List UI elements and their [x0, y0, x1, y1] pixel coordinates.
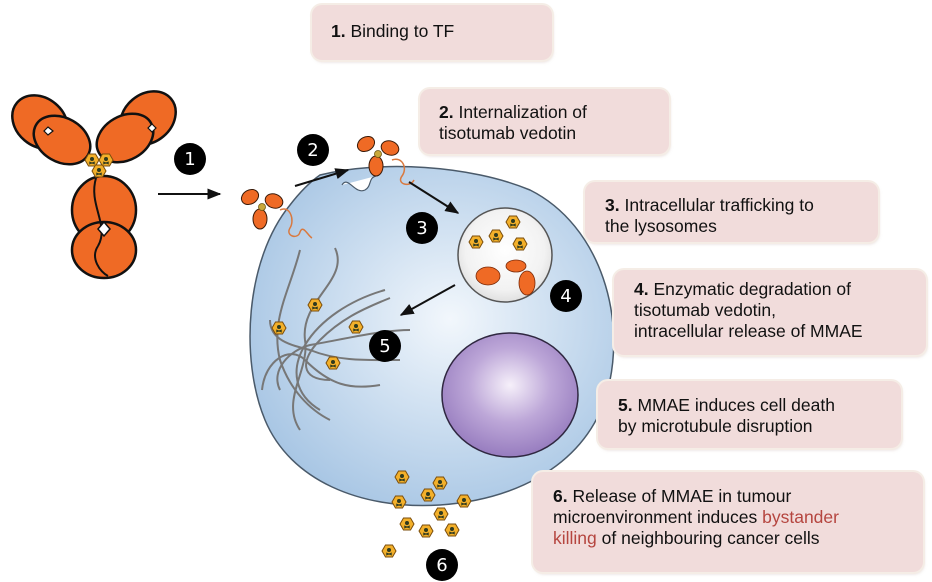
- step-6-number: 6.: [553, 486, 568, 506]
- nucleus-icon: [441, 332, 579, 458]
- step-6-highlight-killing: killing: [553, 528, 597, 548]
- step-6-box: 6. Release of MMAE in tumour microenviro…: [533, 472, 923, 572]
- step-marker-4: 4: [550, 280, 582, 312]
- step-5-box: 5. MMAE induces cell death by microtubul…: [598, 381, 901, 448]
- step-marker-3-label: 3: [416, 218, 427, 239]
- step-6-line-3: of neighbouring cancer cells: [596, 528, 820, 548]
- step-marker-2: 2: [297, 134, 329, 166]
- step-2-line-2: tisotumab vedotin: [439, 123, 577, 143]
- step-2-line-1-row: 2. Internalization of: [439, 102, 669, 123]
- step-5-line-2: by microtubule disruption: [618, 416, 813, 436]
- step-3-line-1-row: 3. Intracellular trafficking to: [605, 195, 878, 216]
- microtubule-icon: [261, 247, 411, 431]
- step-6-line-2: microenvironment induces: [553, 507, 763, 527]
- step-1-line-1: Binding to TF: [350, 21, 455, 41]
- pathway-arrows: [158, 168, 460, 316]
- mmae-payload-icon: [84, 153, 114, 178]
- step-marker-6-label: 6: [436, 555, 447, 576]
- step-6-line-1: Release of MMAE in tumour: [572, 486, 792, 506]
- step-4-line-2: tisotumab vedotin,: [634, 300, 777, 320]
- step-4-line-1: Enzymatic degradation of: [653, 279, 851, 299]
- step-6-line-3-row: killing of neighbouring cancer cells: [553, 528, 923, 549]
- step-marker-6: 6: [426, 549, 458, 581]
- step-3-box: 3. Intracellular trafficking to the lyso…: [585, 182, 878, 242]
- step-marker-5-label: 5: [379, 336, 390, 357]
- step-5-line-1: MMAE induces cell death: [637, 395, 835, 415]
- step-1-number: 1.: [331, 21, 346, 41]
- step-2-line-1: Internalization of: [458, 102, 587, 122]
- step-marker-4-label: 4: [560, 286, 571, 307]
- step-marker-2-label: 2: [307, 140, 318, 161]
- step-2-box: 2. Internalization of tisotumab vedotin: [420, 89, 669, 154]
- antibody-adc-icon: [11, 90, 177, 280]
- step-3-line-1: Intracellular trafficking to: [624, 195, 814, 215]
- lysosome-icon: [457, 207, 553, 303]
- step-4-number: 4.: [634, 279, 649, 299]
- step-6-line-2-row: microenvironment induces bystander: [553, 507, 923, 528]
- step-3-number: 3.: [605, 195, 620, 215]
- step-6-line-1-row: 6. Release of MMAE in tumour: [553, 486, 923, 507]
- step-5-line-1-row: 5. MMAE induces cell death: [618, 395, 901, 416]
- step-5-number: 5.: [618, 395, 633, 415]
- step-marker-1: 1: [174, 143, 206, 175]
- step-4-line-3: intracellular release of MMAE: [634, 321, 863, 341]
- step-6-highlight-bystander: bystander: [762, 507, 839, 527]
- step-1-box: 1. Binding to TF: [312, 5, 552, 60]
- step-4-box: 4. Enzymatic degradation of tisotumab ve…: [614, 270, 926, 355]
- step-3-line-2: the lysosomes: [605, 216, 717, 236]
- step-1-text: 1. Binding to TF: [331, 21, 552, 42]
- step-markers: 1 2 3 4 5 6: [174, 134, 582, 581]
- step-marker-1-label: 1: [184, 149, 195, 170]
- step-2-number: 2.: [439, 102, 454, 122]
- step-marker-3: 3: [406, 212, 438, 244]
- step-4-line-1-row: 4. Enzymatic degradation of: [634, 279, 926, 300]
- antibody-adc-icon: [238, 132, 415, 239]
- step-marker-5: 5: [369, 330, 401, 362]
